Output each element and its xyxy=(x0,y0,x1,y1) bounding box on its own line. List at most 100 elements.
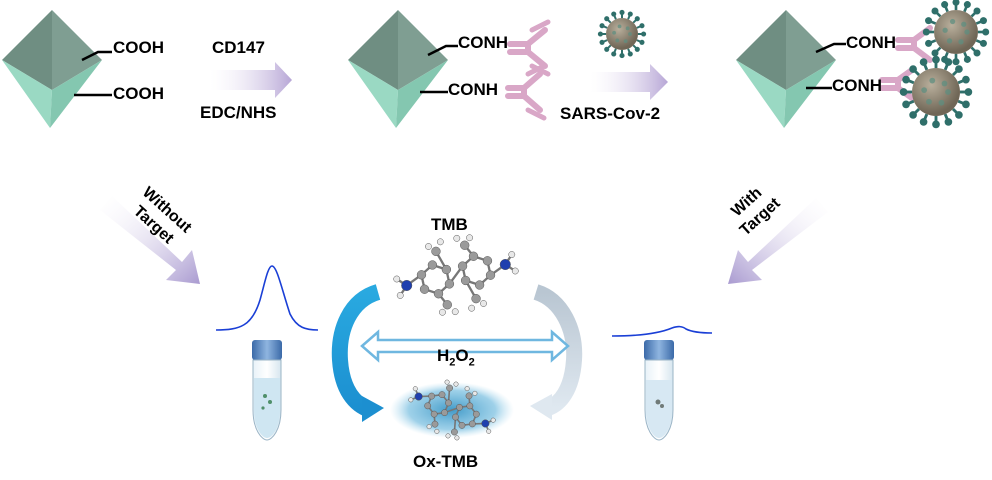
molecule-atom xyxy=(480,300,487,307)
virus-spike-head xyxy=(919,58,928,66)
molecule-atom xyxy=(433,289,444,299)
virus-spike-head xyxy=(599,39,605,45)
curve-arrow-faded xyxy=(533,284,583,416)
h2o2-label: H2O2 xyxy=(437,346,475,368)
virus-surface-protein xyxy=(628,32,632,36)
virus-spike-head xyxy=(899,88,908,96)
molecule-atom xyxy=(481,419,490,428)
virus-spike-head xyxy=(909,65,917,73)
molecule-atom xyxy=(439,308,446,316)
sars-cov-2-bound-bottom xyxy=(899,55,973,129)
virus-surface-protein xyxy=(938,99,945,106)
molecule-atom xyxy=(474,280,485,290)
virus-spike-head xyxy=(932,55,940,64)
curve-arrow-faded-head xyxy=(530,394,552,420)
virus-spike-head xyxy=(979,39,987,47)
virus-spike-head xyxy=(604,16,610,22)
molecule-atom xyxy=(456,403,463,411)
molecule-atom xyxy=(464,386,470,392)
molecule-atom xyxy=(441,409,448,417)
virus-surface-protein xyxy=(615,38,620,43)
virus-surface-protein xyxy=(623,39,628,44)
molecule-atom xyxy=(444,279,455,289)
molecule-atom xyxy=(457,261,468,271)
molecule-atom xyxy=(454,435,460,441)
molecule-atom xyxy=(445,399,452,407)
virus-spike-head xyxy=(902,100,910,109)
molecule-atom xyxy=(444,379,450,385)
virus-spike-head xyxy=(962,75,970,84)
absorbance-curve-high xyxy=(215,265,319,331)
virus-spike-head xyxy=(627,11,633,17)
nanozyme-octahedron-3 xyxy=(736,10,836,128)
virus-surface-protein xyxy=(946,38,953,44)
virus-surface-protein xyxy=(961,21,967,27)
virus-surface-protein xyxy=(942,27,948,33)
molecule-atom xyxy=(436,238,444,246)
virus-spike-head xyxy=(973,7,981,15)
molecule-atom xyxy=(438,391,446,399)
virus-spike-head xyxy=(597,31,603,37)
ox-tmb-label: Ox-TMB xyxy=(413,452,479,471)
h2o2-o: O xyxy=(455,346,469,365)
sars-cov-2-virion xyxy=(597,9,647,59)
molecule-atom xyxy=(465,392,473,400)
molecule-atom xyxy=(441,264,452,275)
virus-surface-protein xyxy=(921,87,928,93)
molecule-atom xyxy=(446,384,453,392)
virus-surface-protein xyxy=(926,98,932,105)
molecule-atom xyxy=(466,402,474,410)
curve-arrow-oxidation-head xyxy=(362,396,384,422)
molecule-atom xyxy=(460,275,471,286)
virus-spike-head xyxy=(962,100,970,109)
molecule-atom xyxy=(431,420,439,428)
molecule-atom xyxy=(468,251,479,261)
molecule-atom xyxy=(426,424,432,430)
virus-spike-head xyxy=(979,17,987,25)
virus-spike-head xyxy=(964,88,973,96)
h2o2-double-arrow xyxy=(360,329,570,363)
molecule-atom xyxy=(466,234,473,242)
virus-core xyxy=(606,18,638,50)
virus-surface-protein xyxy=(625,26,630,31)
molecule-atom xyxy=(412,386,418,392)
virus-spike-head xyxy=(641,31,647,37)
virus-core xyxy=(912,68,960,116)
virus-spike-head xyxy=(925,17,933,25)
molecule-atom xyxy=(445,433,451,439)
absorbance-curve-low xyxy=(611,325,713,337)
virus-spike-head xyxy=(639,23,645,29)
molecule-atom xyxy=(434,428,440,434)
molecule-atom xyxy=(425,243,432,250)
molecule-atom xyxy=(511,267,519,275)
virus-spike-head xyxy=(955,65,963,73)
bond-line xyxy=(815,42,846,54)
molecule-atom xyxy=(472,410,480,418)
tube-with-target xyxy=(644,340,674,441)
molecule-atom xyxy=(393,275,401,283)
h2o2-sub1: 2 xyxy=(449,356,456,369)
virus-spike-head xyxy=(973,49,981,57)
virus-surface-protein xyxy=(949,18,956,25)
molecule-atom xyxy=(430,410,438,418)
molecule-atom xyxy=(427,260,438,270)
virus-spike-head xyxy=(963,1,971,9)
virus-spike-head xyxy=(931,7,939,15)
ox-tmb-molecule-model xyxy=(408,379,496,441)
virus-spike-head xyxy=(634,46,640,52)
virus-spike-head xyxy=(627,51,633,57)
virus-surface-protein xyxy=(617,24,622,29)
molecule-atom xyxy=(482,256,493,266)
sars-cov-2-bound-top xyxy=(922,0,990,66)
step-arrow-2 xyxy=(590,64,668,100)
virus-surface-protein xyxy=(612,30,617,35)
molecule-atom xyxy=(401,279,413,291)
sars-cov-2-label: SARS-Cov-2 xyxy=(560,104,661,123)
tmb-label: TMB xyxy=(431,215,468,234)
h2o2-h: H xyxy=(437,346,450,365)
tube-without-target xyxy=(252,340,282,441)
molecule-atom xyxy=(508,251,516,258)
edc-nhs-label: EDC/NHS xyxy=(200,103,277,122)
conh-label-top-2: CONH xyxy=(458,33,509,52)
